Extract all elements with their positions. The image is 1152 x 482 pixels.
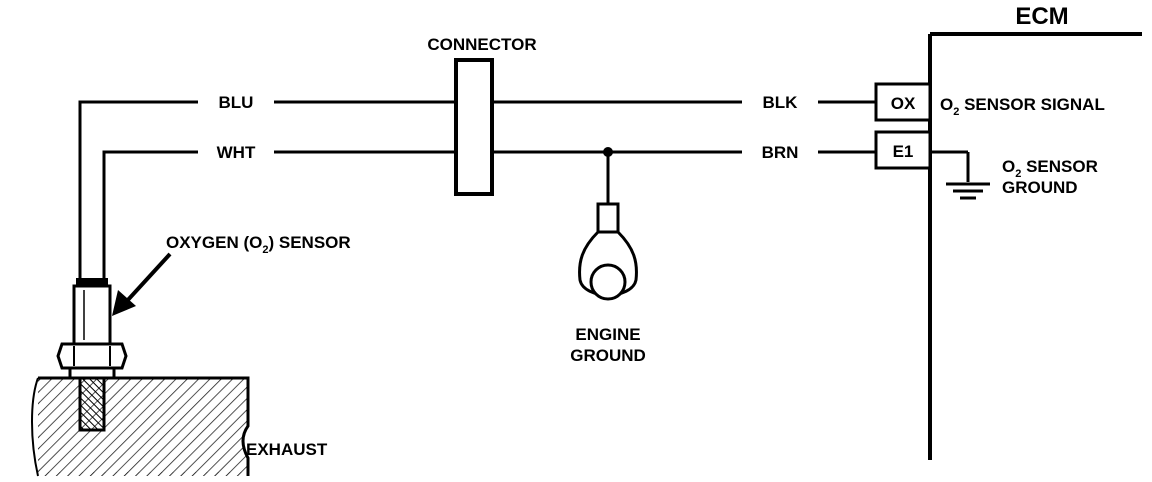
ecm-pin-e1: E1 bbox=[874, 130, 932, 170]
o2-sensor-ground-label-line2: GROUND bbox=[1002, 178, 1078, 197]
connector-label: CONNECTOR bbox=[427, 35, 536, 54]
wire-blu bbox=[78, 100, 456, 282]
engine-ground-label-line1: ENGINE bbox=[575, 325, 640, 344]
pin-ox-label: OX bbox=[891, 94, 916, 113]
o2-sensor-ground-symbol bbox=[930, 150, 990, 200]
connector-block bbox=[454, 58, 494, 196]
wire-wht bbox=[102, 150, 456, 282]
exhaust-pipe bbox=[31, 376, 250, 477]
wire-label-blk: BLK bbox=[763, 93, 799, 112]
wire-label-wht: WHT bbox=[217, 143, 256, 162]
o2-sensor-signal-label: O2 SENSOR SIGNAL bbox=[940, 95, 1105, 118]
pin-e1-label: E1 bbox=[893, 142, 914, 161]
sensor-pointer-arrow bbox=[112, 252, 172, 316]
engine-ground-label-line2: GROUND bbox=[570, 346, 646, 365]
oxygen-sensor-label: OXYGEN (O2) SENSOR bbox=[166, 233, 351, 256]
engine-ground-terminal bbox=[578, 147, 638, 301]
o2-sensor-ground-label-line1: O2 SENSOR bbox=[1002, 157, 1098, 180]
exhaust-label: EXHAUST bbox=[246, 440, 328, 459]
ecm-pin-ox: OX bbox=[874, 82, 932, 122]
oxygen-sensor-body bbox=[56, 278, 128, 380]
wire-label-blu: BLU bbox=[219, 93, 254, 112]
ecm-title: ECM bbox=[1015, 3, 1068, 30]
sensor-thread bbox=[78, 376, 106, 432]
wire-label-brn: BRN bbox=[762, 143, 799, 162]
